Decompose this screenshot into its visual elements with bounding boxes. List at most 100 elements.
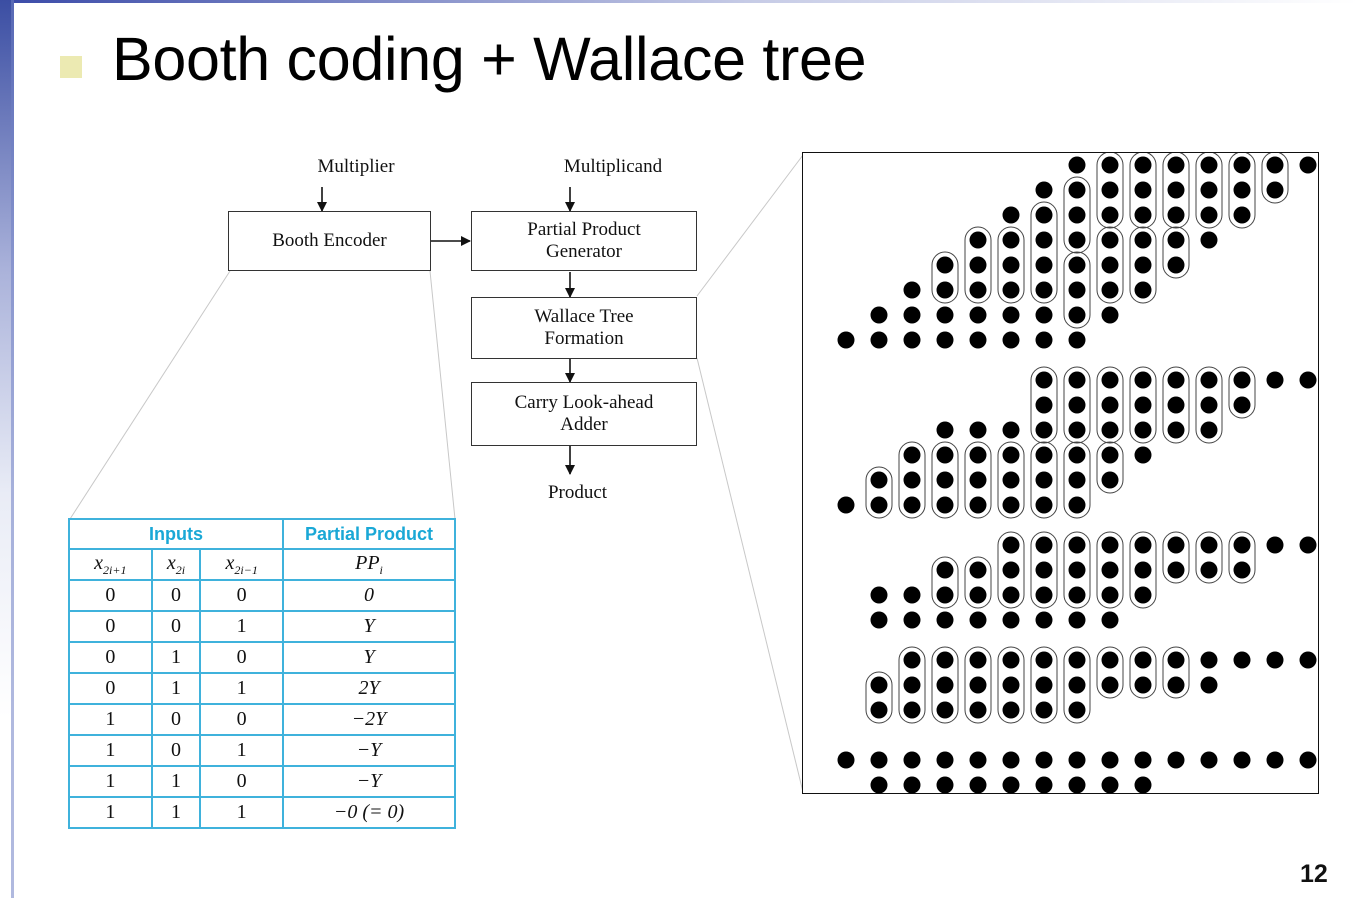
title-bullet-icon <box>60 56 82 78</box>
col-header-x2i-1: x2i−1 <box>199 548 284 581</box>
bit-dot <box>1167 421 1185 439</box>
bit-dot <box>1068 536 1086 554</box>
bit-dot <box>936 676 954 694</box>
bit-dot <box>1167 156 1185 174</box>
bit-dot <box>1200 676 1218 694</box>
input-bit-cell: 1 <box>68 703 153 736</box>
bit-dot <box>837 751 855 769</box>
bit-dot <box>1233 206 1251 224</box>
zoom-line-right <box>429 270 456 520</box>
zoom-line-left <box>69 270 231 520</box>
bit-dot <box>870 586 888 604</box>
table-group-header: Inputs Partial Product <box>68 518 456 550</box>
bit-dot <box>1167 751 1185 769</box>
bit-dot <box>936 496 954 514</box>
bit-dot <box>1101 751 1119 769</box>
partial-product-cell: 2Y <box>282 672 456 705</box>
bit-dot <box>936 421 954 439</box>
bit-dot <box>969 776 987 794</box>
bit-dot <box>903 676 921 694</box>
bit-dot <box>1002 561 1020 579</box>
adder-group-outline <box>931 251 959 304</box>
input-bit-cell: 0 <box>68 641 153 674</box>
bit-dot <box>1134 396 1152 414</box>
bit-dot <box>1134 676 1152 694</box>
bit-dot <box>1002 611 1020 629</box>
bit-dot <box>1002 776 1020 794</box>
bit-dot <box>1035 561 1053 579</box>
ppg-label-line1: Partial Product <box>527 219 641 240</box>
bit-dot <box>1200 396 1218 414</box>
bit-dot <box>903 651 921 669</box>
bit-dot <box>1101 421 1119 439</box>
adder-group-outline <box>1162 531 1190 584</box>
slide-left-accent <box>0 0 14 898</box>
adder-group-outline <box>964 556 992 609</box>
bit-dot <box>903 496 921 514</box>
bit-dot <box>903 306 921 324</box>
bit-dot <box>870 611 888 629</box>
bit-dot <box>936 701 954 719</box>
bit-dot <box>1035 776 1053 794</box>
adder-group-outline <box>1162 226 1190 279</box>
adder-group-outline <box>931 646 959 724</box>
input-bit-cell: 0 <box>68 672 153 705</box>
bit-dot <box>870 306 888 324</box>
bit-dot <box>1035 701 1053 719</box>
adder-group-outline <box>931 441 959 519</box>
bit-dot <box>1134 751 1152 769</box>
bit-dot <box>1167 206 1185 224</box>
bit-dot <box>1134 446 1152 464</box>
bit-dot <box>1068 676 1086 694</box>
input-bit-cell: 1 <box>150 765 202 798</box>
wallace-dot-diagram-panel <box>802 152 1319 794</box>
adder-group-outline <box>1162 366 1190 444</box>
partial-product-cell: Y <box>282 641 456 674</box>
bit-dot <box>870 471 888 489</box>
input-bit-cell: 0 <box>199 703 284 736</box>
bit-dot <box>936 586 954 604</box>
bit-dot <box>1134 586 1152 604</box>
partial-product-cell: −0 (= 0) <box>282 796 456 829</box>
zoom-line-top <box>696 154 804 297</box>
bit-dot <box>1134 421 1152 439</box>
col-header-x2i+1: x2i+1 <box>68 548 153 581</box>
bit-dot <box>1134 561 1152 579</box>
bit-dot <box>1101 306 1119 324</box>
partial-product-cell: Y <box>282 610 456 643</box>
bit-dot <box>1101 611 1119 629</box>
adder-group-outline <box>1195 366 1223 444</box>
partial-product-cell: 0 <box>282 579 456 612</box>
bit-dot <box>1002 586 1020 604</box>
inputs-header: Inputs <box>68 518 284 550</box>
bit-dot <box>1101 536 1119 554</box>
bit-dot <box>1035 371 1053 389</box>
slide-number: 12 <box>1300 860 1328 888</box>
adder-group-outline <box>1162 153 1190 229</box>
adder-group-outline <box>997 226 1025 304</box>
bit-dot <box>1299 156 1317 174</box>
bit-dot <box>1002 206 1020 224</box>
bit-dot <box>1200 651 1218 669</box>
bit-dot <box>969 331 987 349</box>
bit-dot <box>1134 281 1152 299</box>
bit-dot <box>1167 256 1185 274</box>
adder-group-outline <box>1129 366 1157 444</box>
partial-product-cell: −Y <box>282 734 456 767</box>
bit-dot <box>1002 496 1020 514</box>
partial-product-cell: −2Y <box>282 703 456 736</box>
input-bit-cell: 0 <box>150 579 202 612</box>
bit-dot <box>1266 651 1284 669</box>
bit-dot <box>969 306 987 324</box>
bit-dot <box>1101 256 1119 274</box>
bit-dot <box>969 586 987 604</box>
bit-dot <box>1167 181 1185 199</box>
bit-dot <box>1266 371 1284 389</box>
bit-dot <box>1002 751 1020 769</box>
multiplier-label: Multiplier <box>317 156 395 177</box>
bit-dot <box>1134 181 1152 199</box>
